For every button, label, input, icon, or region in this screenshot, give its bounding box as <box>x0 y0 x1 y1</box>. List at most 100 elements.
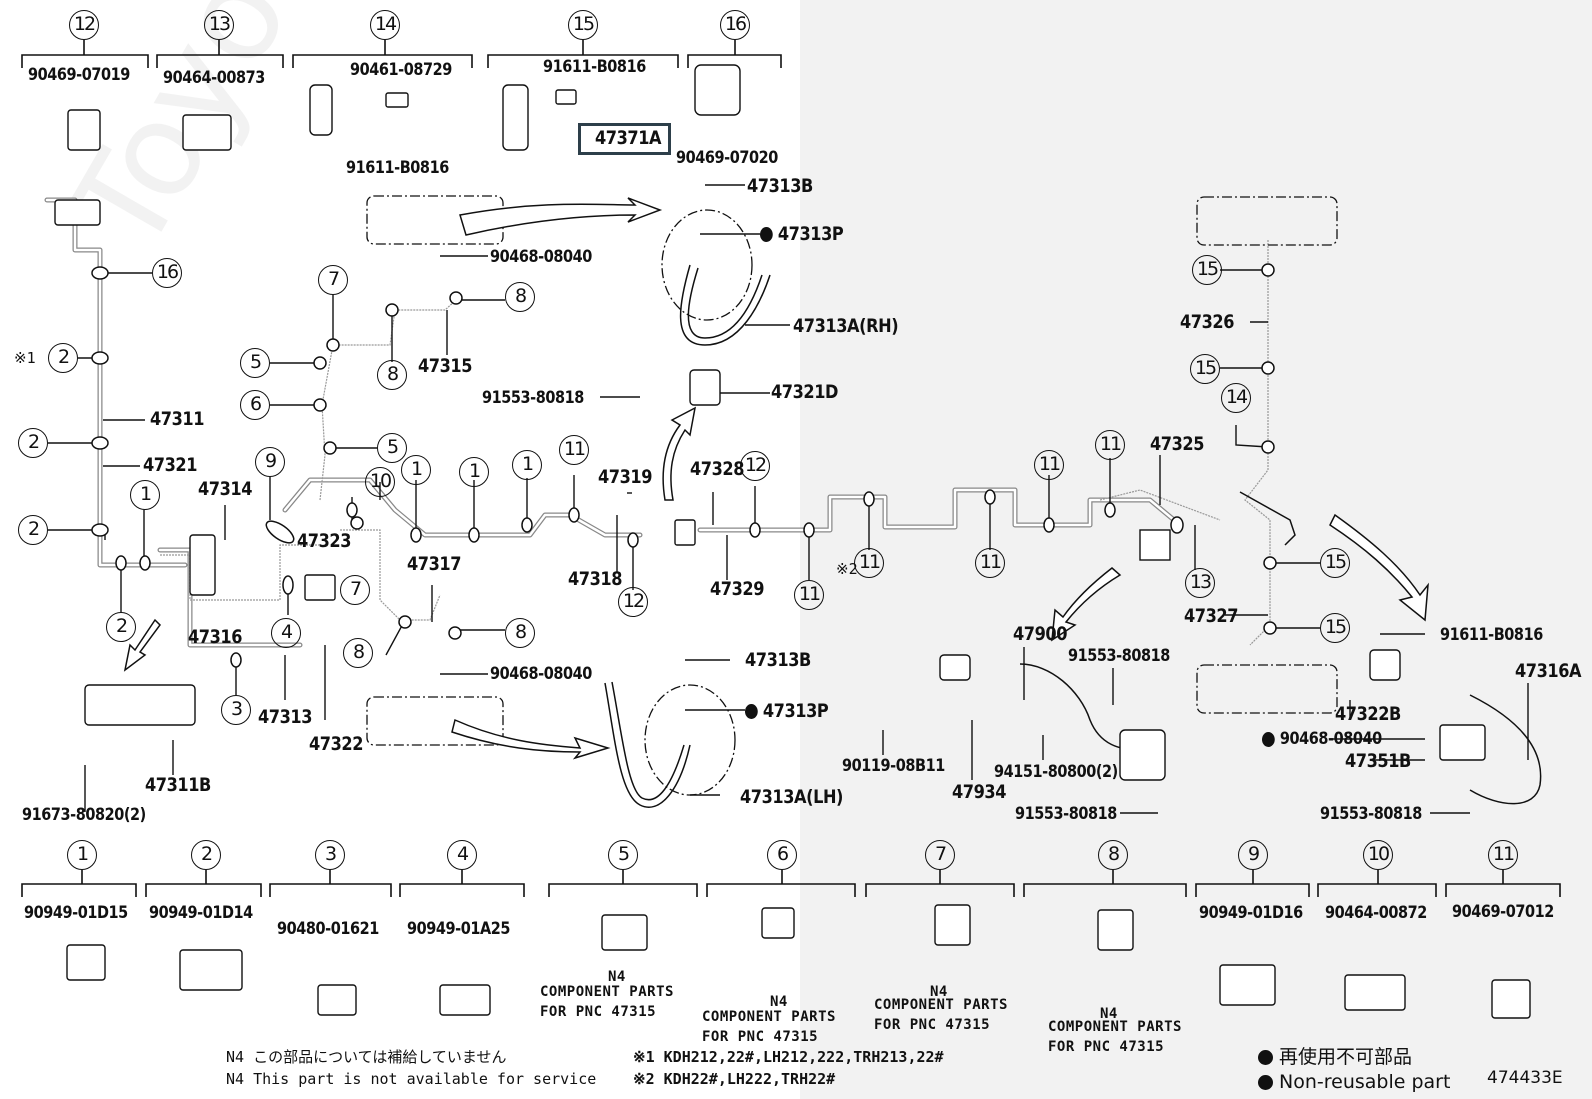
part-47319[interactable]: 47319 <box>598 466 653 488</box>
callout-1-a[interactable]: 1 <box>130 480 160 510</box>
part-47313[interactable]: 47313 <box>258 706 313 728</box>
part-47318[interactable]: 47318 <box>568 568 623 590</box>
part-90949-01D16[interactable]: 90949-01D16 <box>1199 903 1303 923</box>
callout-2[interactable]: 2 <box>191 840 221 870</box>
callout-2-b[interactable]: 2 <box>18 428 48 458</box>
part-47900[interactable]: 47900 <box>1013 623 1068 645</box>
part-47313P-bot[interactable]: 47313P <box>745 702 829 721</box>
part-47313B-bot[interactable]: 47313B <box>745 649 811 671</box>
part-90480-01621[interactable]: 90480-01621 <box>277 919 379 939</box>
callout-5-a[interactable]: 5 <box>240 348 270 378</box>
callout-3-bot[interactable]: 3 <box>315 840 345 870</box>
callout-1[interactable]: 1 <box>67 840 97 870</box>
callout-4[interactable]: 4 <box>271 618 301 648</box>
callout-6-bot[interactable]: 6 <box>767 840 797 870</box>
callout-4-bot[interactable]: 4 <box>447 840 477 870</box>
callout-14-main[interactable]: 14 <box>1221 383 1251 413</box>
part-47316[interactable]: 47316 <box>188 626 243 648</box>
part-91611-B0816-a[interactable]: 91611-B0816 <box>346 158 449 178</box>
callout-11-f[interactable]: 11 <box>1095 430 1125 460</box>
part-90949-01D14[interactable]: 90949-01D14 <box>149 903 253 923</box>
part-47325[interactable]: 47325 <box>1150 433 1205 455</box>
callout-14[interactable]: 14 <box>370 10 400 40</box>
callout-12[interactable]: 12 <box>69 10 99 40</box>
part-47321D[interactable]: 47321D <box>771 381 839 403</box>
callout-7-b[interactable]: 7 <box>340 575 370 605</box>
callout-8-bot[interactable]: 8 <box>1098 840 1128 870</box>
callout-8-b[interactable]: 8 <box>505 282 535 312</box>
part-47329[interactable]: 47329 <box>710 578 765 600</box>
callout-10[interactable]: 10 <box>365 467 395 497</box>
part-47328[interactable]: 47328 <box>690 458 745 480</box>
callout-11-b[interactable]: 11 <box>794 580 824 610</box>
callout-1-d[interactable]: 1 <box>512 450 542 480</box>
part-47313P-top[interactable]: 47313P <box>760 225 844 244</box>
part-47311[interactable]: 47311 <box>150 408 205 430</box>
callout-16[interactable]: 16 <box>720 10 750 40</box>
callout-8-d[interactable]: 8 <box>505 618 535 648</box>
part-90469-07019[interactable]: 90469-07019 <box>28 65 130 85</box>
part-91611-B0816-b[interactable]: 91611-B0816 <box>543 57 646 77</box>
callout-11-a[interactable]: 11 <box>559 435 589 465</box>
callout-13-main[interactable]: 13 <box>1185 568 1215 598</box>
part-47321[interactable]: 47321 <box>143 454 198 476</box>
callout-15[interactable]: 15 <box>568 10 598 40</box>
part-47326[interactable]: 47326 <box>1180 311 1235 333</box>
callout-2-c[interactable]: 2 <box>18 515 48 545</box>
part-91553-80818-c[interactable]: 91553-80818 <box>1320 804 1422 824</box>
callout-7-a[interactable]: 7 <box>318 265 348 295</box>
part-47934[interactable]: 47934 <box>952 781 1007 803</box>
callout-1-b[interactable]: 1 <box>401 455 431 485</box>
callout-15-b[interactable]: 15 <box>1190 354 1220 384</box>
callout-16-main[interactable]: 16 <box>152 258 182 288</box>
callout-2-d[interactable]: 2 <box>106 612 136 642</box>
callout-15-c[interactable]: 15 <box>1320 548 1350 578</box>
callout-5-b[interactable]: 5 <box>377 433 407 463</box>
part-47317[interactable]: 47317 <box>407 553 462 575</box>
part-47327[interactable]: 47327 <box>1184 605 1239 627</box>
part-47314[interactable]: 47314 <box>198 478 253 500</box>
callout-11-bot[interactable]: 11 <box>1488 840 1518 870</box>
callout-11-e[interactable]: 11 <box>1034 450 1064 480</box>
part-47311B[interactable]: 47311B <box>145 774 211 796</box>
part-90464-00873[interactable]: 90464-00873 <box>163 68 265 88</box>
part-91553-80818-b[interactable]: 91553-80818 <box>1015 804 1117 824</box>
part-47316A[interactable]: 47316A <box>1515 660 1582 682</box>
callout-10-bot[interactable]: 10 <box>1363 840 1393 870</box>
part-90949-01D15[interactable]: 90949-01D15 <box>24 903 128 923</box>
part-47322B[interactable]: 47322B <box>1335 703 1401 725</box>
part-47351B[interactable]: 47351B <box>1345 750 1411 772</box>
part-90469-07012[interactable]: 90469-07012 <box>1452 902 1554 922</box>
part-90468-08040-top[interactable]: 90468-08040 <box>490 247 592 267</box>
callout-15-d[interactable]: 15 <box>1320 613 1350 643</box>
callout-11-d[interactable]: 11 <box>975 548 1005 578</box>
callout-12-a[interactable]: 12 <box>618 587 648 617</box>
part-90469-07020[interactable]: 90469-07020 <box>676 148 778 168</box>
part-47313A-RH[interactable]: 47313A(RH) <box>793 315 899 337</box>
part-47313A-LH[interactable]: 47313A(LH) <box>740 786 844 808</box>
part-90464-00872[interactable]: 90464-00872 <box>1325 903 1427 923</box>
part-94151-80800[interactable]: 94151-80800(2) <box>994 762 1118 782</box>
part-91553-80818-mid[interactable]: 91553-80818 <box>482 388 584 408</box>
callout-13[interactable]: 13 <box>204 10 234 40</box>
callout-6[interactable]: 6 <box>240 390 270 420</box>
callout-2-a[interactable]: 2 <box>48 343 78 373</box>
part-91673-80820[interactable]: 91673-80820(2) <box>22 805 146 825</box>
callout-3[interactable]: 3 <box>221 695 251 725</box>
callout-9[interactable]: 9 <box>255 447 285 477</box>
callout-9-bot[interactable]: 9 <box>1238 840 1268 870</box>
callout-8-c[interactable]: 8 <box>343 638 373 668</box>
part-47323[interactable]: 47323 <box>297 530 352 552</box>
part-90468-08040-right[interactable]: 90468-08040 <box>1262 731 1382 748</box>
part-90119-08B11[interactable]: 90119-08B11 <box>842 756 945 776</box>
part-91553-80818-a[interactable]: 91553-80818 <box>1068 646 1170 666</box>
part-47313B-top[interactable]: 47313B <box>747 175 813 197</box>
callout-1-c[interactable]: 1 <box>459 457 489 487</box>
callout-12-b[interactable]: 12 <box>740 451 770 481</box>
part-47315[interactable]: 47315 <box>418 355 473 377</box>
part-90468-08040-bot[interactable]: 90468-08040 <box>490 664 592 684</box>
part-90461-08729[interactable]: 90461-08729 <box>350 60 452 80</box>
callout-5-bot[interactable]: 5 <box>608 840 638 870</box>
part-47371A[interactable]: 47371A <box>595 127 662 149</box>
part-47322[interactable]: 47322 <box>309 733 364 755</box>
